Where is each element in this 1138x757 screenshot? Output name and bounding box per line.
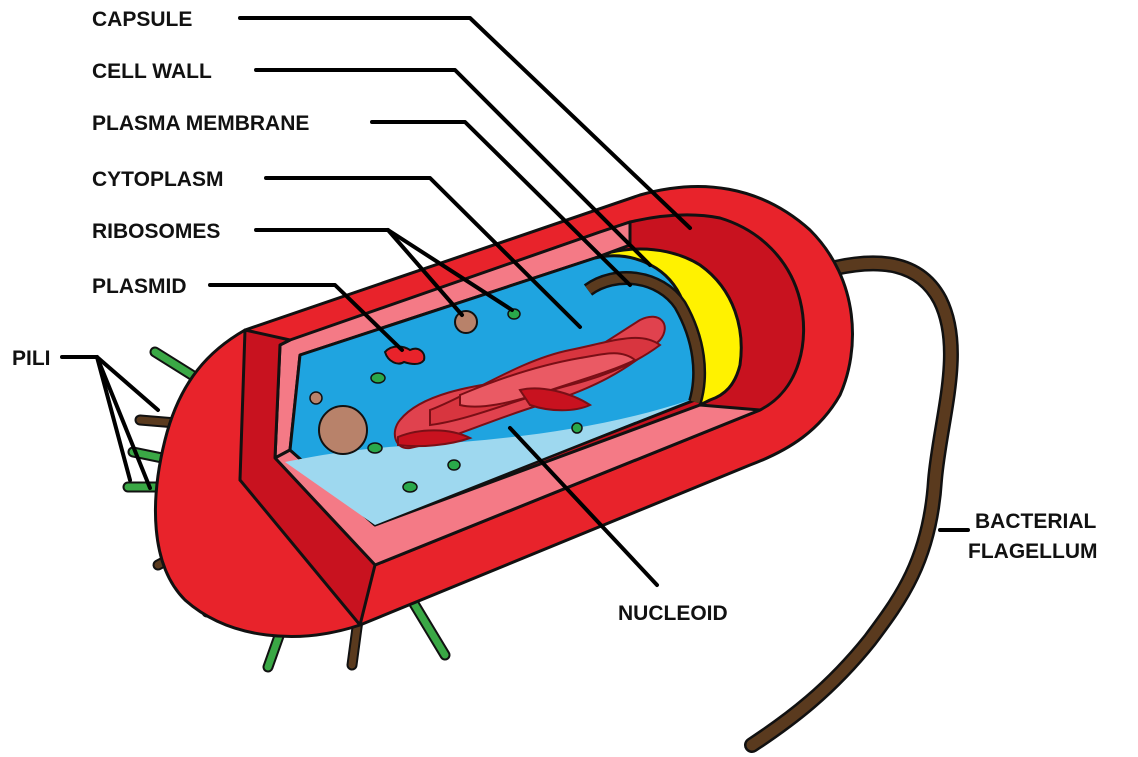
label-capsule: CAPSULE <box>92 8 192 31</box>
leader-pili-b <box>97 357 130 480</box>
vesicle <box>455 311 477 333</box>
label-ribosomes: RIBOSOMES <box>92 220 220 243</box>
vesicle <box>319 406 367 454</box>
pilus <box>410 597 445 655</box>
label-plasmid: PLASMID <box>92 275 187 298</box>
label-plasma-membrane: PLASMA MEMBRANE <box>92 112 309 135</box>
label-flagellum-line2: FLAGELLUM <box>968 540 1097 563</box>
ribosome <box>572 423 582 433</box>
label-cytoplasm: CYTOPLASM <box>92 168 223 191</box>
ribosome <box>403 482 417 492</box>
vesicle <box>310 392 322 404</box>
label-flagellum-line1: BACTERIAL <box>975 510 1096 533</box>
label-cell-wall: CELL WALL <box>92 60 212 83</box>
ribosome <box>371 373 385 383</box>
ribosome <box>448 460 460 470</box>
label-nucleoid: NUCLEOID <box>618 602 728 625</box>
label-pili: PILI <box>12 347 51 370</box>
ribosome <box>368 443 382 453</box>
plasmid <box>385 347 424 365</box>
